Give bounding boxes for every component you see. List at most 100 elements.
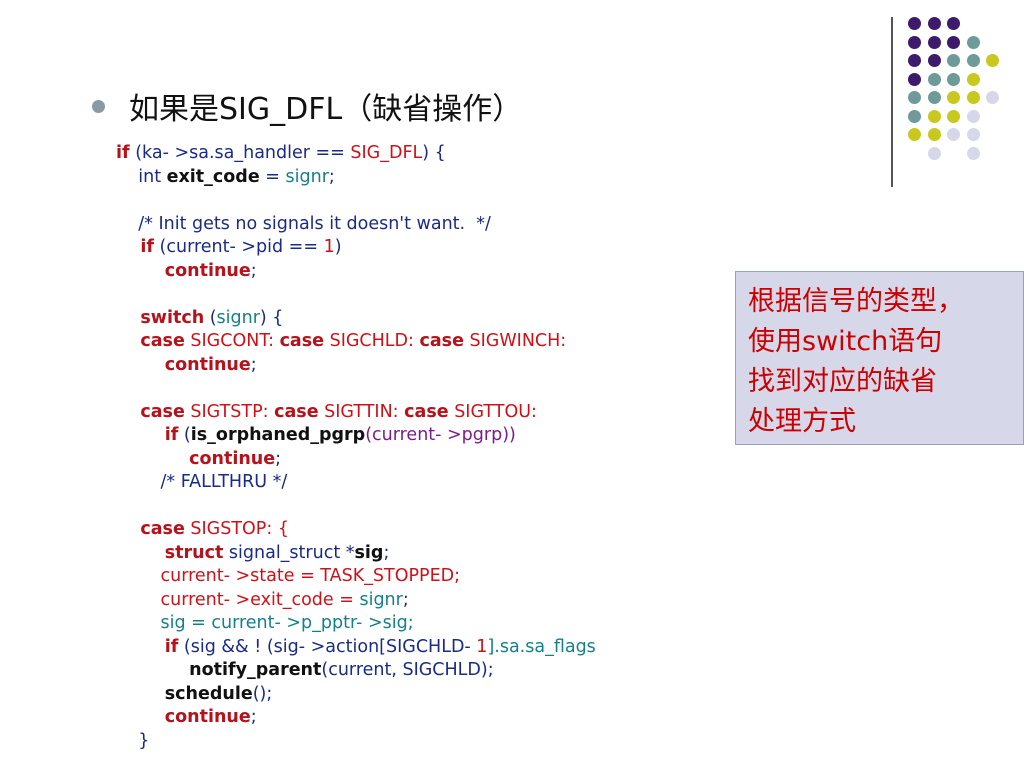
- code-token: (current- >pid ==: [153, 237, 324, 257]
- code-token: (current, SIGCHLD);: [321, 660, 494, 680]
- code-token: ].sa.sa_flags: [487, 636, 596, 657]
- code-line: [116, 377, 596, 401]
- annotation-line: 找到对应的缺省: [748, 366, 937, 397]
- code-token: (: [178, 636, 191, 657]
- code-token: switch: [116, 307, 205, 328]
- code-line: sig = current- >p_pptr- >sig;: [116, 612, 596, 636]
- code-token: }: [116, 730, 150, 751]
- code-line: [116, 283, 596, 307]
- code-token: is_orphaned_pgrp: [190, 425, 366, 445]
- decorative-dot-icon: [927, 146, 941, 160]
- annotation-line: 处理方式: [748, 406, 856, 437]
- code-line: continue;: [116, 354, 596, 378]
- decorative-dot-icon: [927, 91, 941, 104]
- code-token: (: [204, 307, 217, 328]
- code-token: 1: [323, 237, 335, 257]
- code-token: case: [116, 401, 185, 422]
- code-token: case: [116, 519, 185, 539]
- code-token: ;: [250, 354, 257, 375]
- code-token: (: [178, 425, 191, 445]
- code-line: current- >state = TASK_STOPPED;: [116, 565, 596, 589]
- decorative-dot-icon: [966, 72, 980, 86]
- decorative-dot-icon: [966, 35, 980, 49]
- code-token: signal_struct *: [223, 542, 355, 563]
- decorative-dot-icon: [966, 91, 980, 104]
- code-token: ) {: [259, 307, 284, 328]
- code-line: continue;: [116, 260, 596, 284]
- code-line: continue;: [116, 706, 596, 730]
- decorative-dot-icon: [908, 35, 921, 49]
- code-line: struct signal_struct *sig;: [116, 542, 596, 566]
- decorative-dot-icon: [947, 35, 960, 49]
- annotation-box: 根据信号的类型， 使用switch语句 找到对应的缺省 处理方式: [735, 271, 1024, 445]
- code-line: switch (signr) {: [116, 307, 596, 331]
- decorative-dot-icon: [927, 17, 941, 30]
- decorative-dot-icon: [927, 109, 941, 123]
- code-token: signr: [216, 307, 260, 328]
- dot-grid-decoration: [902, 10, 1012, 170]
- code-line: }: [116, 730, 596, 754]
- code-token: ;: [383, 542, 390, 563]
- code-token: int: [116, 166, 167, 187]
- code-line: if (current- >pid == 1): [116, 236, 596, 260]
- code-token: if: [116, 237, 154, 257]
- code-line: int exit_code = signr;: [116, 166, 596, 190]
- code-token: ): [334, 237, 342, 257]
- code-line: notify_parent(current, SIGCHLD);: [116, 659, 596, 683]
- code-token: (current- >pgrp)): [365, 425, 516, 445]
- bullet-item: 如果是SIG_DFL（缺省操作）: [92, 84, 522, 128]
- code-token: if: [116, 143, 130, 163]
- decorative-dot-icon: [966, 109, 980, 123]
- decorative-dot-icon: [927, 72, 941, 86]
- code-token: signr: [359, 589, 403, 610]
- code-token: sig && ! (sig- >action[SIGCHLD-: [190, 636, 477, 657]
- decorative-dot-icon: [966, 54, 980, 67]
- code-token: sig = current- >p_pptr- >sig;: [116, 613, 414, 633]
- code-token: =: [259, 166, 286, 187]
- decorative-dot-icon: [908, 128, 921, 141]
- code-token: ;: [328, 166, 335, 187]
- code-token: /* Init gets no signals it doesn't want.…: [116, 213, 491, 234]
- decorative-dot-icon: [947, 128, 960, 141]
- code-line: continue;: [116, 448, 596, 472]
- decorative-dot-icon: [927, 128, 941, 141]
- code-token: SIGTTIN:: [318, 401, 405, 422]
- code-block: if (ka- >sa.sa_handler == SIG_DFL) { int…: [116, 142, 596, 753]
- annotation-line: 根据信号的类型，: [748, 286, 964, 317]
- decorative-dot-icon: [986, 91, 999, 104]
- decorative-dot-icon: [947, 54, 960, 67]
- code-line: if (ka- >sa.sa_handler == SIG_DFL) {: [116, 142, 596, 166]
- code-token: ) {: [422, 143, 446, 163]
- code-line: if (sig && ! (sig- >action[SIGCHLD- 1].s…: [116, 636, 596, 660]
- bullet-dot-icon: [92, 99, 105, 113]
- code-token: notify_parent: [116, 660, 322, 680]
- code-token: if: [116, 425, 179, 445]
- code-token: signr: [285, 166, 329, 187]
- code-token: case: [116, 331, 185, 351]
- decorative-dot-icon: [947, 72, 960, 86]
- code-token: ();: [252, 683, 273, 704]
- code-token: (ka- >sa.sa_handler ==: [129, 143, 351, 163]
- code-token: /* FALLTHRU */: [116, 472, 288, 492]
- code-token: SIGCONT:: [184, 331, 280, 351]
- decorative-dot-icon: [947, 17, 960, 30]
- code-token: 1: [476, 636, 488, 657]
- vertical-divider: [891, 17, 893, 187]
- decorative-dot-icon: [908, 109, 921, 123]
- code-token: case: [279, 331, 325, 351]
- code-token: ;: [250, 260, 257, 281]
- decorative-dot-icon: [927, 54, 941, 67]
- decorative-dot-icon: [966, 128, 980, 141]
- code-token: continue: [116, 260, 251, 281]
- code-token: exit_code: [166, 166, 260, 187]
- code-line: case SIGSTOP: {: [116, 518, 596, 542]
- code-token: SIGTTOU:: [448, 401, 537, 422]
- code-token: if: [116, 636, 179, 657]
- code-token: case: [274, 401, 319, 422]
- code-token: ;: [275, 448, 282, 469]
- decorative-dot-icon: [966, 146, 980, 160]
- decorative-dot-icon: [947, 91, 960, 104]
- code-line: if (is_orphaned_pgrp(current- >pgrp)): [116, 424, 596, 448]
- annotation-line: 使用switch语句: [748, 326, 943, 357]
- slide-title: 如果是SIG_DFL（缺省操作）: [129, 92, 523, 127]
